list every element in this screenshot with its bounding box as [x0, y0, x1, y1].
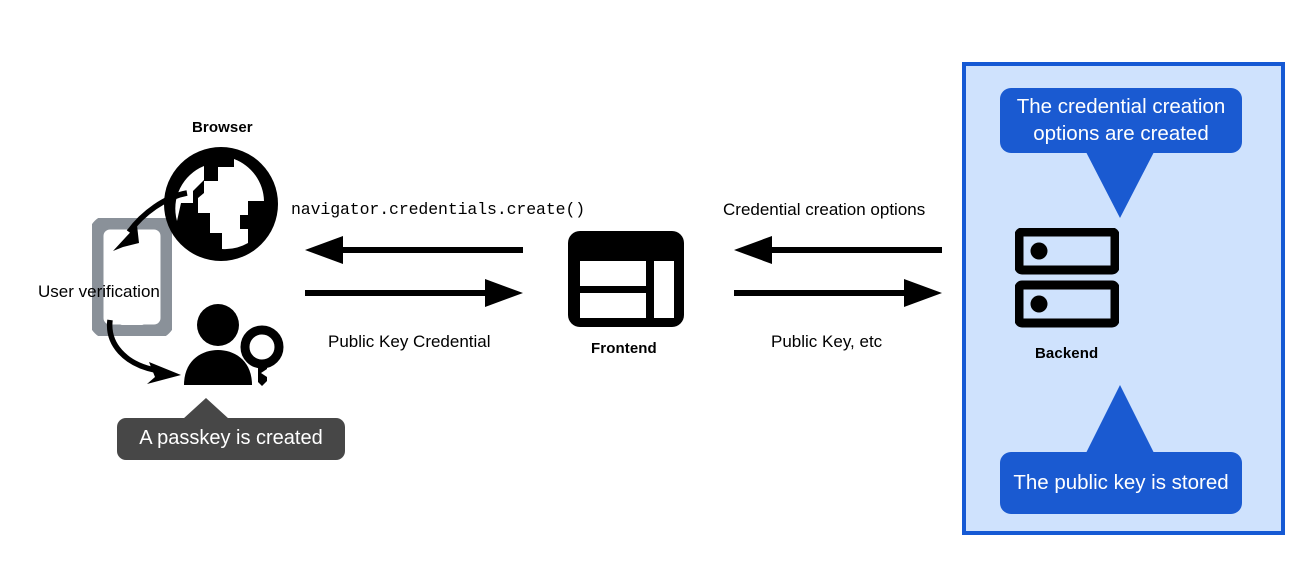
- arrow-phone-to-user: [105, 318, 205, 391]
- callout-credential-options: The credential creation options are crea…: [1000, 88, 1242, 153]
- backend-label: Backend: [1035, 345, 1099, 362]
- callout-passkey-created-pointer-icon: [183, 398, 229, 419]
- callout-credential-options-pointer-icon: [1086, 152, 1154, 218]
- arrow-browser-to-phone: [95, 185, 190, 280]
- flow-public-key-credential-label: Public Key Credential: [328, 332, 491, 351]
- phone-icon: [92, 218, 172, 336]
- browser-layout-icon: [568, 231, 684, 327]
- flow-public-key-etc-label: Public Key, etc: [771, 332, 883, 351]
- server-rack-icon: [1015, 228, 1119, 328]
- callout-public-key-stored-text: The public key is stored: [1013, 470, 1229, 494]
- person-with-key-icon: [182, 303, 286, 391]
- globe-icon: [160, 143, 282, 265]
- callout-passkey-created-text: A passkey is created: [139, 427, 323, 450]
- callout-public-key-stored: The public key is stored: [1000, 452, 1242, 514]
- callout-credential-options-text: The credential creation options are crea…: [1016, 95, 1226, 145]
- arrow-backend-to-frontend: [734, 236, 942, 269]
- arrow-frontend-to-browser: [305, 236, 523, 269]
- arrow-frontend-to-backend: [734, 279, 942, 312]
- browser-label: Browser: [192, 119, 253, 136]
- callout-passkey-created: A passkey is created: [117, 418, 345, 460]
- user-verification-label: User verification: [38, 282, 160, 301]
- callout-public-key-stored-pointer-icon: [1086, 385, 1154, 453]
- flow-credential-creation-options-label: Credential creation options: [723, 200, 926, 219]
- arrow-browser-to-frontend: [305, 279, 523, 312]
- flow-navigator-credentials-create-label: navigator.credentials.create(): [291, 200, 586, 219]
- frontend-label: Frontend: [591, 340, 657, 357]
